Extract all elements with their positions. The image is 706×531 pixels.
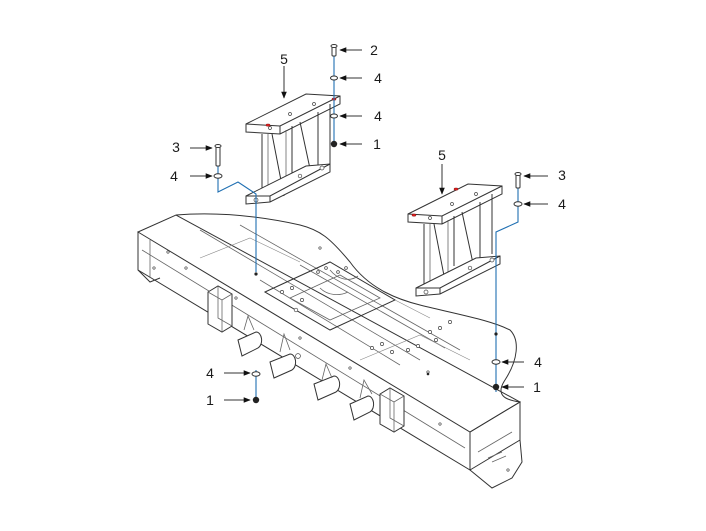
callout-4-right: 4: [558, 196, 566, 212]
nut-icon: [252, 396, 260, 404]
hook-4: [349, 378, 375, 421]
callout-4-top-b: 4: [374, 108, 382, 124]
nut-icon: [330, 140, 338, 148]
front-hitch-hardware: [207, 285, 405, 433]
washer-icon: [491, 359, 501, 365]
callout-5-right: 5: [438, 147, 446, 163]
callout-4-lower-left: 4: [206, 365, 214, 381]
callout-1-lower-right: 1: [533, 379, 541, 395]
nut-icon: [492, 383, 500, 391]
hook-3: [313, 362, 341, 401]
bolt-icon: [214, 144, 222, 167]
callout-1-top: 1: [373, 136, 381, 152]
callout-1-lower-left: 1: [206, 392, 214, 408]
hardware-parts: [213, 44, 523, 404]
washer-icon: [330, 75, 338, 81]
washer-icon: [330, 113, 338, 119]
bolt-icon: [514, 172, 522, 189]
callout-4-top-a: 4: [374, 70, 382, 86]
callout-3-left: 3: [172, 139, 180, 155]
assembly-path-lines: [217, 54, 519, 398]
bolt-icon: [330, 44, 338, 57]
callout-4-lower-right: 4: [534, 354, 542, 370]
washer-icon: [213, 173, 223, 179]
callout-labels: 2 4 4 1 5 3 4 5 3 4 4 1 4 1: [170, 42, 566, 408]
callout-2-top: 2: [370, 42, 378, 58]
callout-3-right: 3: [558, 167, 566, 183]
callout-leaders: [190, 47, 548, 403]
callout-5-left: 5: [280, 51, 288, 67]
support-bracket-right: [407, 183, 503, 297]
support-bracket-left: [245, 93, 341, 205]
hook-1: [237, 314, 263, 357]
washer-icon: [251, 371, 261, 377]
hook-2: [269, 332, 301, 379]
frame-crossmember: [136, 213, 523, 489]
callout-4-left: 4: [170, 168, 178, 184]
washer-icon: [513, 201, 523, 207]
